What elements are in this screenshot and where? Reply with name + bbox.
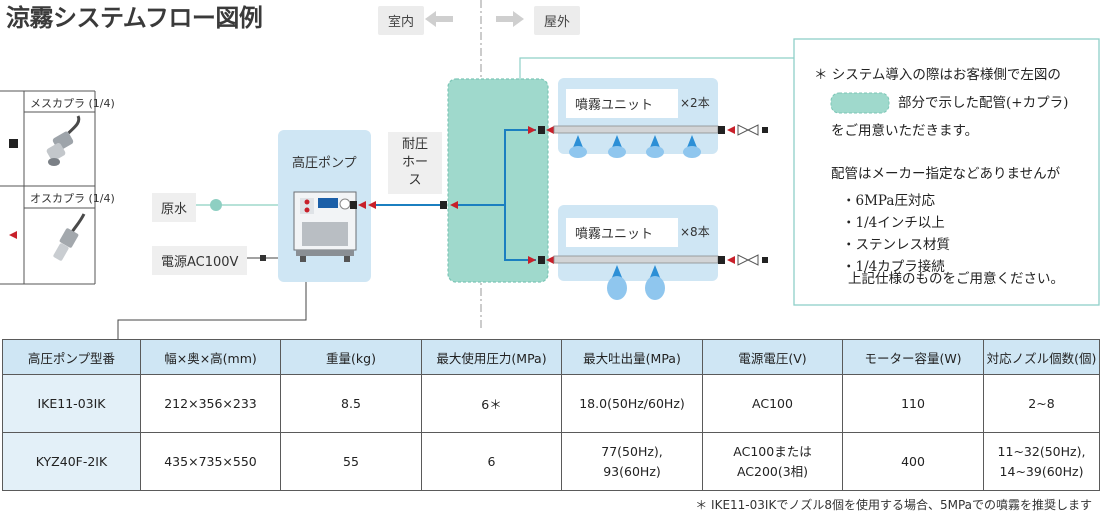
note-line2: 部分で示した配管(+カプラ) [898, 95, 1069, 111]
note-bullet: ・ステンレス材質 [842, 237, 950, 253]
male-coupler-label: オスカプラ (1/4) [30, 192, 115, 205]
note-bullet: ・1/4カプラ接続 [842, 259, 945, 275]
female-coupler-label: メスカプラ (1/4) [30, 97, 115, 110]
note-box [793, 38, 1100, 306]
water-source-icon [210, 199, 222, 211]
note-line4: 配管はメーカー指定などありませんが [831, 166, 1061, 182]
table-header: 電源電圧(V) [702, 339, 843, 375]
customer-piping-area [447, 78, 549, 283]
indoor-arrow-icon [425, 11, 453, 27]
table-header: 重量(kg) [280, 339, 422, 375]
spray-unit-label-2: 噴霧ユニット [566, 218, 678, 247]
pump-icon [293, 191, 357, 262]
footnote: ＊ IKE11-03IKでノズル8個を使用する場合、5MPaでの噴霧を推奨します [695, 498, 1092, 512]
raw-water-label: 原水 [152, 193, 197, 222]
table-cell: 11~32(50Hz), 14~39(60Hz) [983, 432, 1100, 491]
table-cell: 77(50Hz), 93(60Hz) [561, 432, 703, 491]
table-cell: 110 [842, 374, 984, 433]
table-cell: 2~8 [983, 374, 1100, 433]
female-coupler-icon [46, 115, 81, 166]
table-cell: KYZ40F-2IK [2, 432, 141, 491]
table-cell: 8.5 [280, 374, 422, 433]
note-line1: ＊ システム導入の際はお客様側で左図の [814, 67, 1061, 83]
female-coupler-symbol-icon [9, 139, 18, 148]
hose-label-line2: ホース [401, 155, 428, 188]
valve-icon-2 [737, 254, 759, 266]
mist-nozzles-1 [569, 135, 701, 158]
mist-nozzles-2 [607, 265, 665, 300]
table-cell: AC100または AC200(3相) [702, 432, 843, 491]
table-header: 高圧ポンプ型番 [2, 339, 141, 375]
table-header: 最大吐出量(MPa) [561, 339, 703, 375]
spray-unit-count-1: ×2本 [680, 96, 710, 110]
table-header: モーター容量(W) [842, 339, 984, 375]
hose-label-line1: 耐圧 [401, 137, 428, 152]
table-row: IKE11-03IK 212×356×233 8.5 6＊ 18.0(50Hz/… [2, 374, 1100, 433]
table-header: 最大使用圧力(MPa) [421, 339, 562, 375]
spray-unit-label-1: 噴霧ユニット [566, 89, 678, 118]
note-line3: をご用意いただきます。 [831, 123, 979, 139]
note-bullets: ・6MPa圧対応 ・1/4インチ以上 ・ステンレス材質 ・1/4カプラ接続 [842, 190, 950, 278]
coupler-legend [0, 90, 96, 285]
teal-legend-swatch [830, 92, 890, 114]
indoor-tag: 室内 [378, 6, 425, 35]
table-cell: 6 [421, 432, 562, 491]
spec-table: 高圧ポンプ型番 幅×奥×高(mm) 重量(kg) 最大使用圧力(MPa) 最大吐… [2, 339, 1100, 491]
power-label: 電源AC100V [152, 246, 248, 275]
table-cell: 400 [842, 432, 984, 491]
note-bullet: ・1/4インチ以上 [842, 215, 945, 231]
outdoor-tag: 屋外 [534, 6, 581, 35]
valve-icon-1 [737, 124, 759, 136]
table-cell: 6＊ [421, 374, 562, 433]
note-line5: 上記仕様のものをご用意ください。 [848, 271, 1064, 287]
hose-label: 耐圧 ホース [388, 132, 442, 194]
table-row: KYZ40F-2IK 435×735×550 55 6 77(50Hz), 93… [2, 432, 1100, 491]
male-coupler-symbol-icon [9, 231, 17, 239]
table-header-row: 高圧ポンプ型番 幅×奥×高(mm) 重量(kg) 最大使用圧力(MPa) 最大吐… [2, 339, 1100, 375]
table-header: 対応ノズル個数(個) [983, 339, 1100, 375]
table-cell: 212×356×233 [140, 374, 281, 433]
table-cell: 435×735×550 [140, 432, 281, 491]
outdoor-arrow-icon [496, 11, 524, 27]
table-header: 幅×奥×高(mm) [140, 339, 281, 375]
note-bullet: ・6MPa圧対応 [842, 193, 935, 209]
table-cell: IKE11-03IK [2, 374, 141, 433]
table-cell: 18.0(50Hz/60Hz) [561, 374, 703, 433]
pump-label: 高圧ポンプ [292, 156, 357, 171]
table-cell: 55 [280, 432, 422, 491]
spray-unit-count-2: ×8本 [680, 225, 710, 239]
male-coupler-icon [53, 213, 86, 261]
table-cell: AC100 [702, 374, 843, 433]
page-title: 涼霧システムフロー図例 [6, 4, 263, 32]
